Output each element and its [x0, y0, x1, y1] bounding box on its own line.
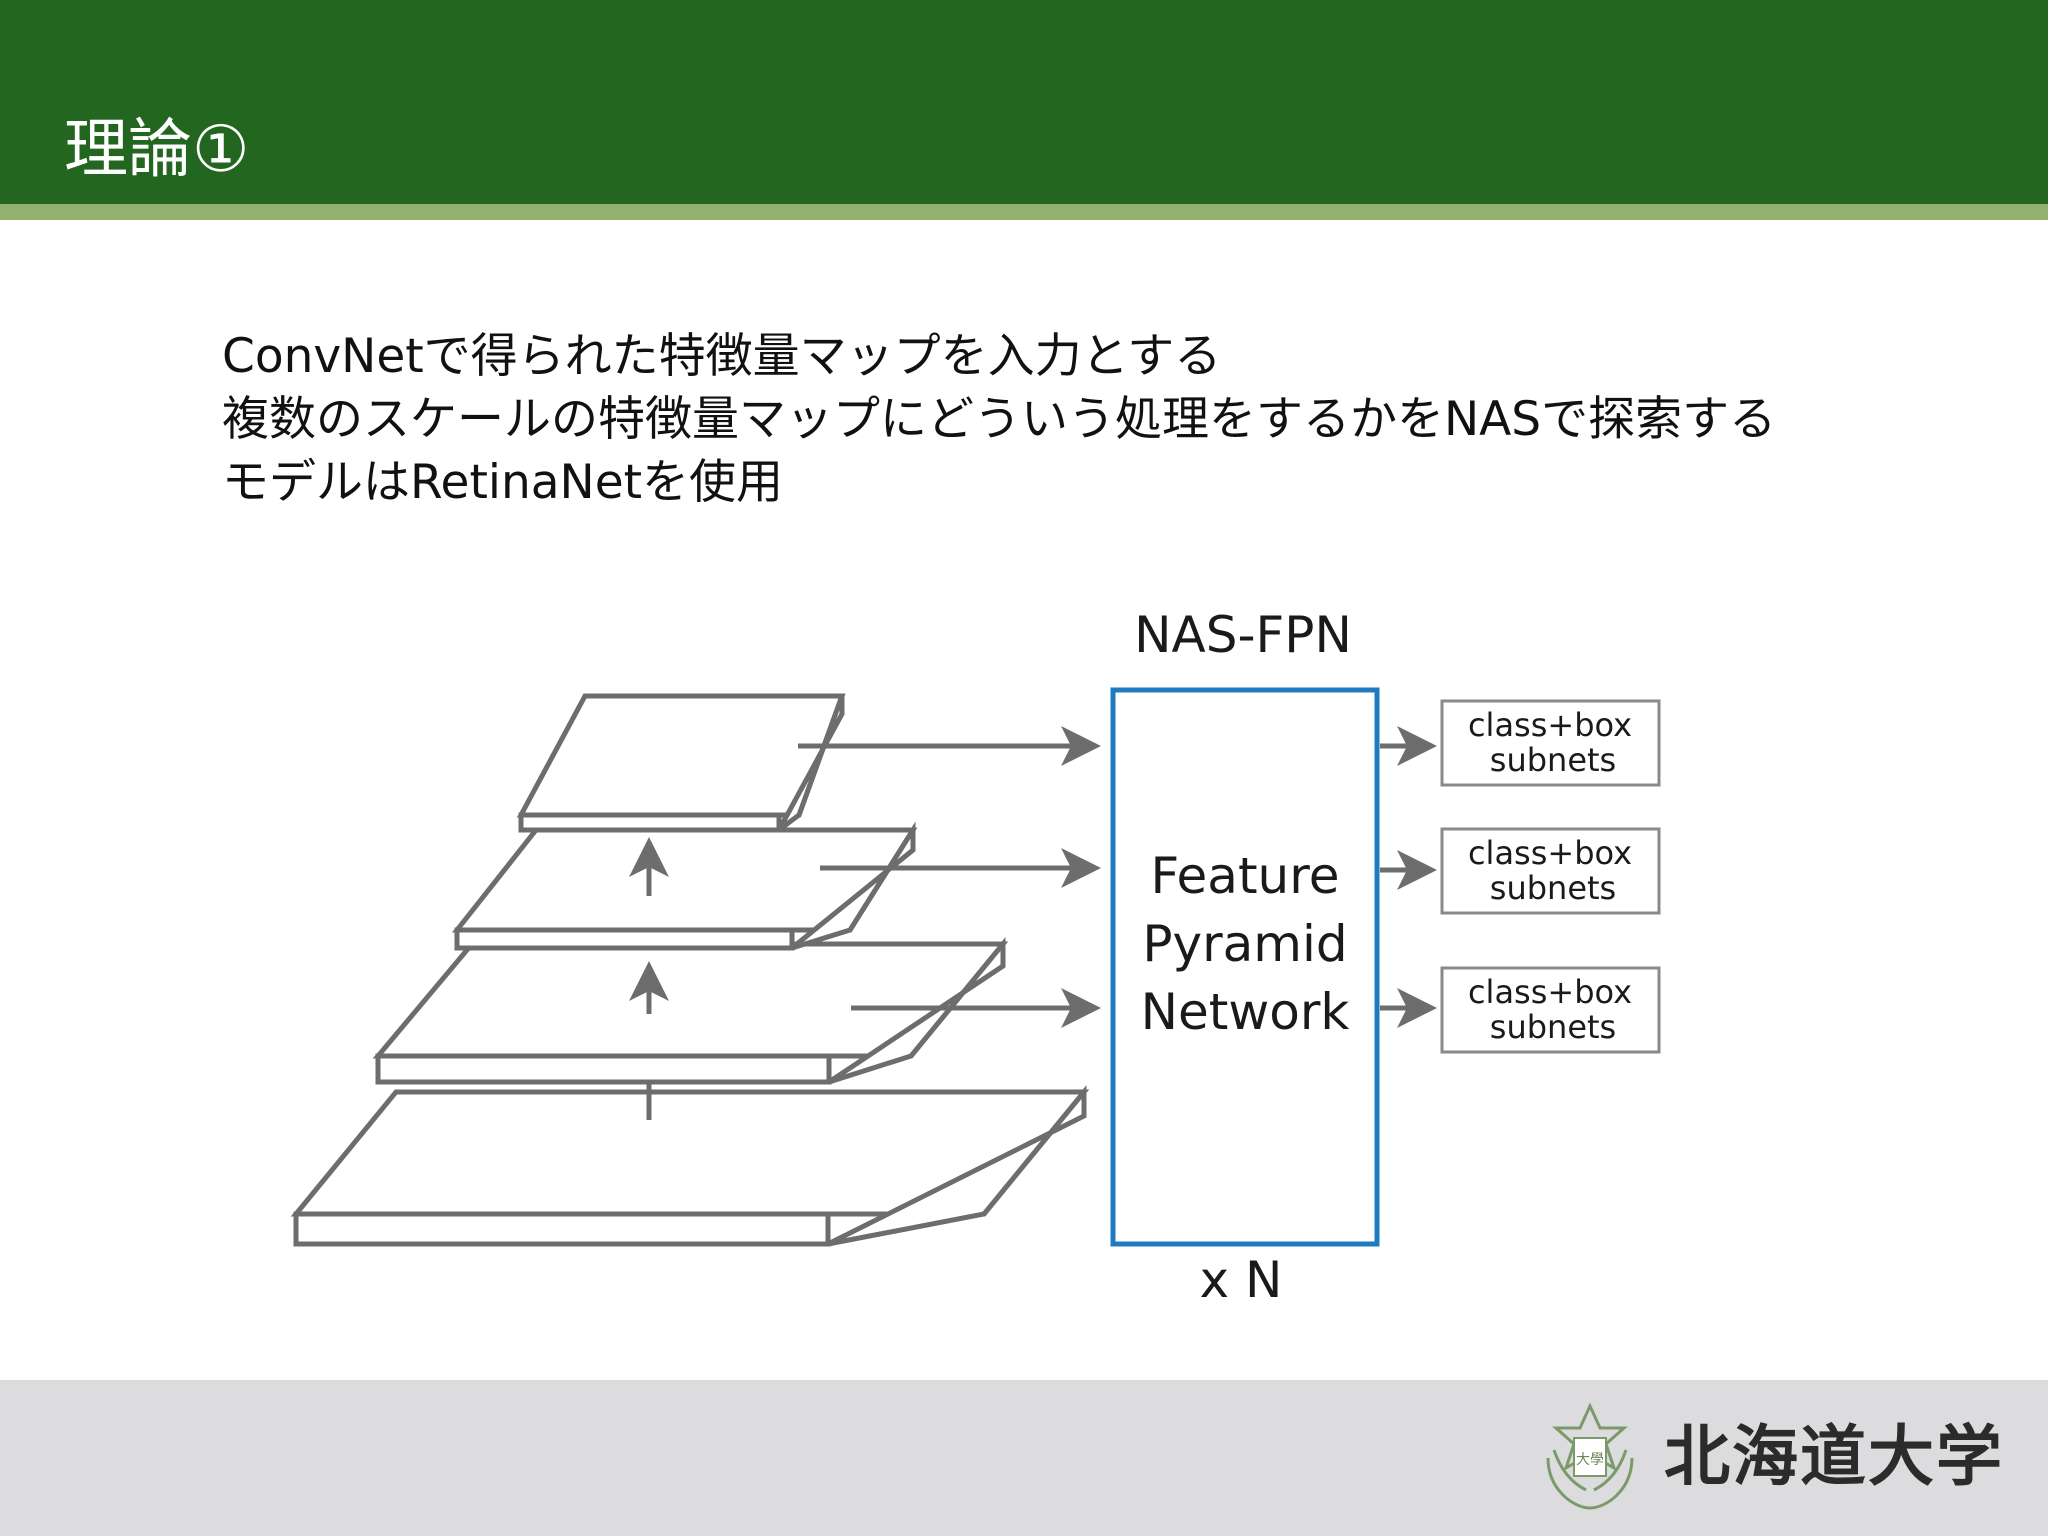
emblem-text: 大學 [1576, 1452, 1604, 1468]
fpn-label-line-1: Feature [1151, 847, 1340, 905]
subnet-1-line-1: class+box [1468, 706, 1632, 744]
footer-bar [0, 1380, 2048, 1536]
header-accent-stripe [0, 204, 2048, 220]
pyramid-layer-2 [451, 821, 918, 951]
subnet-3-line-2: subnets [1490, 1008, 1616, 1046]
university-logo: 大學 北海道大学 [1530, 1398, 2010, 1518]
pyramid-layer-4 [290, 1085, 1090, 1247]
fpn-label-line-3: Network [1141, 983, 1350, 1041]
subnet-3-line-1: class+box [1468, 973, 1632, 1011]
university-name: 北海道大学 [1664, 1417, 2004, 1495]
subnet-box-2: class+box subnets [1440, 827, 1661, 915]
fpn-box [1110, 687, 1380, 1247]
header-bar [0, 0, 2048, 204]
bullet-line-2: 複数のスケールの特徴量マップにどういう処理をするかをNASで探索する [222, 392, 1777, 447]
bullet-line-3: モデルはRetinaNetを使用 [222, 455, 784, 510]
slide-title: 理論① [64, 113, 250, 187]
subnet-1-line-2: subnets [1490, 741, 1616, 779]
subnet-box-3: class+box subnets [1440, 966, 1661, 1054]
bullet-line-1: ConvNetで得られた特徴量マップを入力とする [222, 329, 1222, 384]
pyramid-layer-3 [372, 937, 1009, 1085]
input-arrows [798, 726, 1101, 1028]
repeat-label: x N [1200, 1251, 1283, 1309]
pyramid-layer-1 [516, 693, 846, 833]
output-arrows [1380, 726, 1437, 1028]
subnet-box-1: class+box subnets [1440, 699, 1661, 787]
nas-fpn-diagram: NAS-FPN Feature Pyramid Network x N clas… [290, 606, 1661, 1309]
diagram-title: NAS-FPN [1134, 606, 1352, 664]
bullet-list: ConvNetで得られた特徴量マップを入力とする 複数のスケールの特徴量マップに… [222, 325, 1776, 514]
subnet-2-line-2: subnets [1490, 869, 1616, 907]
subnet-2-line-1: class+box [1468, 834, 1632, 872]
fpn-label-line-2: Pyramid [1142, 915, 1347, 973]
university-emblem-icon: 大學 [1546, 1402, 1634, 1510]
